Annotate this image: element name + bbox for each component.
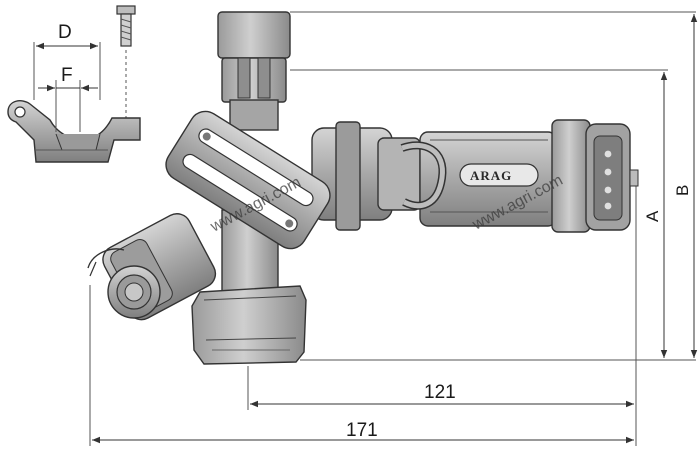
electric-connector-icon: [551, 119, 639, 233]
label-a: A: [643, 210, 662, 222]
label-f: F: [61, 65, 73, 86]
label-d: D: [58, 22, 72, 43]
label-171: 171: [346, 420, 378, 441]
clamp-icon: [7, 100, 141, 163]
clamp-detail: D F: [7, 5, 141, 163]
label-b: B: [673, 185, 692, 196]
nozzle-body-icon: ARAG: [87, 11, 639, 365]
screw-icon: [116, 5, 136, 118]
label-121: 121: [424, 382, 456, 403]
brand-logo: ARAG: [470, 168, 512, 183]
dimensions: A B 121 171: [89, 11, 698, 446]
